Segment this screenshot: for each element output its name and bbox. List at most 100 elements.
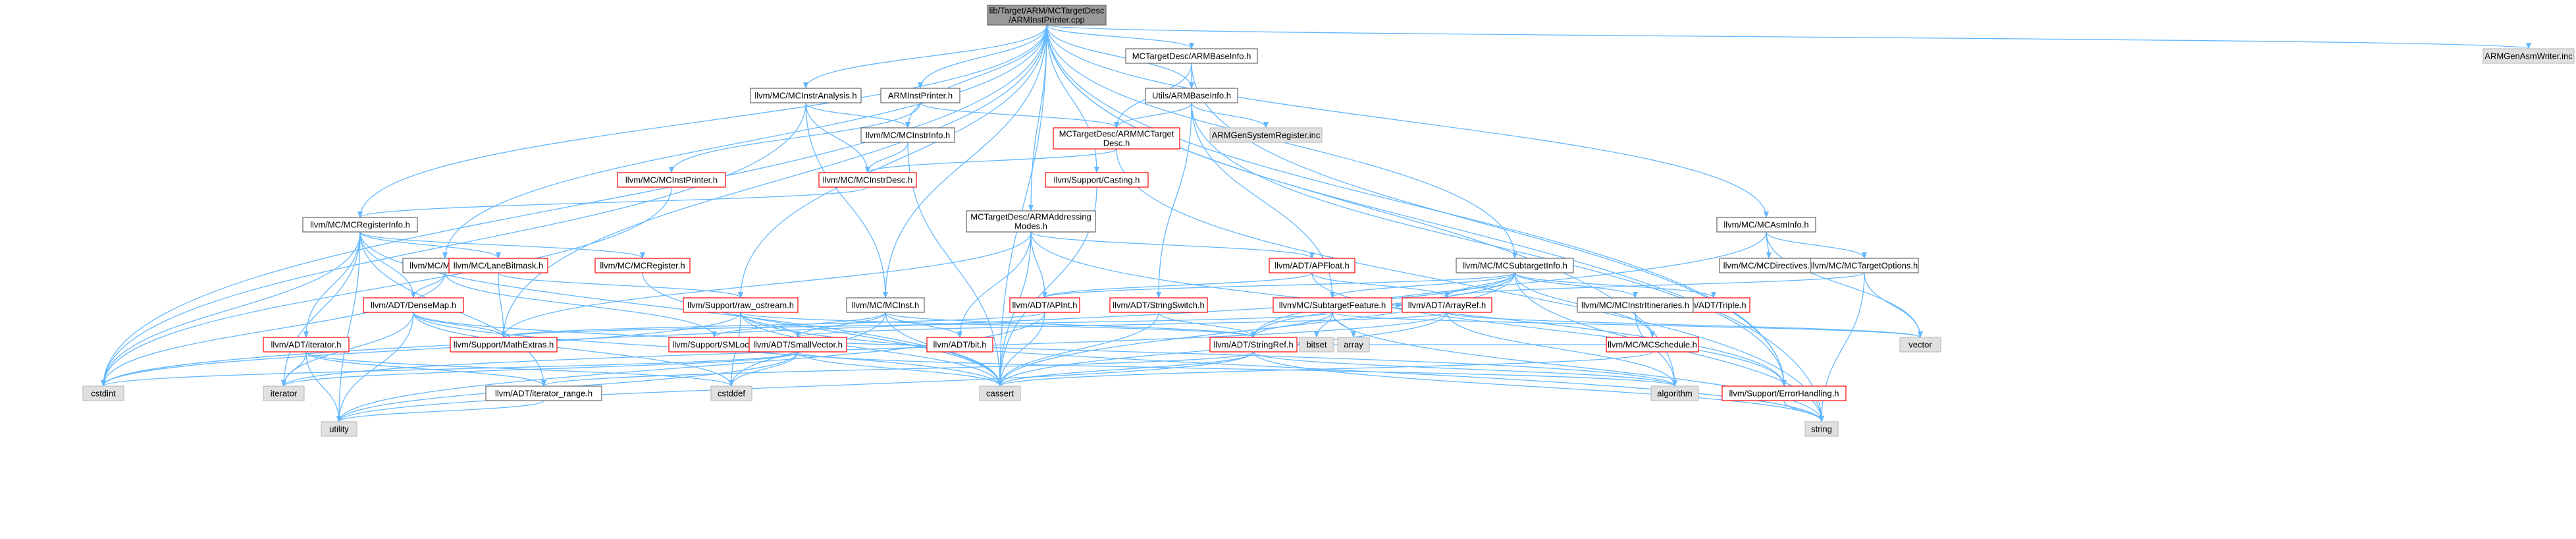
- edge-root-to-cstdint: [101, 24, 1047, 387]
- node-label: llvm/ADT/Triple.h: [1681, 300, 1746, 310]
- node-label: llvm/MC/MCSubtargetInfo.h: [1462, 261, 1567, 271]
- node-ARMBaseInfoMC[interactable]: MCTargetDesc/ARMBaseInfo.h: [1125, 48, 1258, 64]
- node-box: [1606, 337, 1699, 353]
- node-MCAsmInfo[interactable]: llvm/MC/MCAsmInfo.h: [1716, 217, 1816, 233]
- edge-ARMBaseInfoMC-to-ErrorHandling: [1191, 63, 1787, 387]
- node-MCInstrItineraries[interactable]: llvm/MC/MCInstrItineraries.h: [1577, 297, 1694, 313]
- node-StringRef[interactable]: llvm/ADT/StringRef.h: [1209, 337, 1298, 353]
- node-UtilsARMBaseInfo[interactable]: Utils/ARMBaseInfo.h: [1145, 88, 1238, 103]
- node-box: [82, 385, 124, 401]
- edge-raw_ostream-to-StringRef: [740, 312, 1256, 338]
- edge-ArrayRef-to-vector: [1446, 312, 1923, 338]
- edge-APInt-to-MathExtras: [501, 312, 1045, 338]
- node-label: llvm/ADT/iterator_range.h: [495, 389, 592, 399]
- edge-ArrayRef-to-iterator: [281, 312, 1448, 387]
- edge-root-to-algorithm: [1046, 24, 1677, 387]
- node-box: [2483, 48, 2575, 64]
- node-label: llvm/MC/MCInstrAnalysis.h: [754, 91, 856, 101]
- node-label: llvm/MC/MCRegisterInfo.h: [310, 220, 410, 230]
- node-cstddef: cstddef: [710, 385, 752, 401]
- node-MCInst[interactable]: llvm/MC/MCInst.h: [846, 297, 925, 313]
- node-iterator_range[interactable]: llvm/ADT/iterator_range.h: [485, 385, 602, 401]
- node-label: Modes.h: [1014, 221, 1047, 231]
- node-root[interactable]: lib/Target/ARM/MCTargetDesc/ARMInstPrint…: [987, 5, 1107, 26]
- edge-MCInstPrinter-to-cstdint: [101, 186, 672, 387]
- edge-UtilsARMBaseInfo-to-StringSwitch: [1156, 102, 1192, 298]
- node-APFloat[interactable]: llvm/ADT/APFloat.h: [1269, 258, 1355, 273]
- node-MCInstPrinter[interactable]: llvm/MC/MCInstPrinter.h: [617, 172, 726, 188]
- edge-MCRegisterInfo-to-cassert: [359, 231, 1003, 387]
- node-ARMInstPrinterH[interactable]: ARMInstPrinter.h: [880, 88, 960, 103]
- node-cassert: cassert: [979, 385, 1021, 401]
- edge-MCTargetOptions-to-ArrayRef: [1444, 272, 1865, 298]
- node-raw_ostream[interactable]: llvm/Support/raw_ostream.h: [683, 297, 799, 313]
- node-box: [1209, 337, 1298, 353]
- edge-StringRef-to-iterator_range: [541, 351, 1254, 387]
- node-box: [1402, 297, 1492, 313]
- node-Triple[interactable]: llvm/ADT/Triple.h: [1677, 297, 1750, 313]
- node-label: Desc.h: [1103, 138, 1130, 148]
- edge-MCRegisterInfo-to-LaneBitmask: [359, 231, 501, 259]
- node-SmallVector[interactable]: llvm/ADT/SmallVector.h: [749, 337, 847, 353]
- node-box: [1053, 127, 1180, 150]
- node-label: MCTargetDesc/ARMBaseInfo.h: [1132, 51, 1251, 61]
- node-MCDirectives[interactable]: llvm/MC/MCDirectives.h: [1719, 258, 1819, 273]
- node-MCRegisterInfo[interactable]: llvm/MC/MCRegisterInfo.h: [302, 217, 418, 233]
- node-MCSchedule[interactable]: llvm/MC/MCSchedule.h: [1606, 337, 1699, 353]
- node-SubtargetFeature[interactable]: llvm/MC/SubtargetFeature.h: [1273, 297, 1392, 313]
- node-MCTargetOptions[interactable]: llvm/MC/MCTargetOptions.h: [1810, 258, 1919, 273]
- node-cstdint: cstdint: [82, 385, 124, 401]
- node-ArrayRef[interactable]: llvm/ADT/ArrayRef.h: [1402, 297, 1492, 313]
- edge-MCInstrAnalysis-to-MCInst: [805, 102, 888, 298]
- edge-SubtargetFeature-to-string: [1332, 312, 1824, 422]
- node-label: llvm/MC/MCDirectives.h: [1723, 261, 1815, 271]
- edge-iteratorH-to-cstddef: [305, 351, 734, 387]
- edge-MCSubtargetInfo-to-APInt: [1042, 272, 1515, 298]
- node-bitH[interactable]: llvm/ADT/bit.h: [926, 337, 993, 353]
- edge-SubtargetFeature-to-bitset: [1314, 312, 1333, 338]
- node-label: llvm/Support/ErrorHandling.h: [1729, 389, 1839, 399]
- edge-DenseMap-to-algorithm: [413, 312, 1677, 387]
- node-iteratorH[interactable]: llvm/ADT/iterator.h: [263, 337, 350, 353]
- node-ErrorHandling[interactable]: llvm/Support/ErrorHandling.h: [1722, 385, 1847, 401]
- node-box: [750, 88, 862, 103]
- node-label: array: [1344, 340, 1363, 350]
- node-MathExtras[interactable]: llvm/Support/MathExtras.h: [450, 337, 558, 353]
- node-label: llvm/MC/MCRegister.h: [600, 261, 685, 271]
- edge-StringRef-to-utility: [336, 351, 1254, 422]
- node-box: [1577, 297, 1694, 313]
- node-MCRegister[interactable]: llvm/MC/MCRegister.h: [594, 258, 691, 273]
- node-iterator: iterator: [263, 385, 305, 401]
- node-StringSwitch[interactable]: llvm/ADT/StringSwitch.h: [1109, 297, 1208, 313]
- edge-root-to-MathExtras: [501, 24, 1047, 338]
- node-MCInstrAnalysis[interactable]: llvm/MC/MCInstrAnalysis.h: [750, 88, 862, 103]
- node-label: bitset: [1306, 340, 1327, 350]
- node-Casting[interactable]: llvm/Support/Casting.h: [1045, 172, 1149, 188]
- edge-MCRegisterInfo-to-MCRegister: [359, 231, 645, 259]
- node-box: [321, 421, 357, 437]
- node-MCInstrInfo[interactable]: llvm/MC/MCInstrInfo.h: [860, 127, 955, 143]
- edge-MCSubtargetInfo-to-SubtargetFeature: [1330, 272, 1515, 298]
- node-label: llvm/ADT/SmallVector.h: [753, 340, 843, 350]
- node-box: [1716, 217, 1816, 233]
- edge-root-to-string: [1046, 24, 1824, 422]
- edge-root-to-MCInstrAnalysis: [803, 24, 1047, 89]
- node-APInt[interactable]: llvm/ADT/APInt.h: [1009, 297, 1080, 313]
- node-DenseMap[interactable]: llvm/ADT/DenseMap.h: [363, 297, 464, 313]
- node-label: iterator: [271, 389, 298, 399]
- node-MCSubtargetInfo[interactable]: llvm/MC/MCSubtargetInfo.h: [1456, 258, 1574, 273]
- node-box: [448, 258, 548, 273]
- edge-MCInstrAnalysis-to-MCInstrInfo: [805, 102, 910, 128]
- node-box: [263, 385, 305, 401]
- edge-root-to-MCRegisterInfo: [357, 24, 1047, 218]
- edge-MCExpr-to-SMLoc: [444, 272, 717, 338]
- node-LaneBitmask[interactable]: llvm/MC/LaneBitmask.h: [448, 258, 548, 273]
- node-box: [1899, 337, 1941, 353]
- node-MCInstrDesc[interactable]: llvm/MC/MCInstrDesc.h: [818, 172, 917, 188]
- edge-StringSwitch-to-cassert: [997, 312, 1159, 387]
- node-SMLoc[interactable]: llvm/Support/SMLoc.h: [668, 337, 760, 353]
- node-box: [710, 385, 752, 401]
- edge-root-to-MCExpr: [442, 24, 1047, 259]
